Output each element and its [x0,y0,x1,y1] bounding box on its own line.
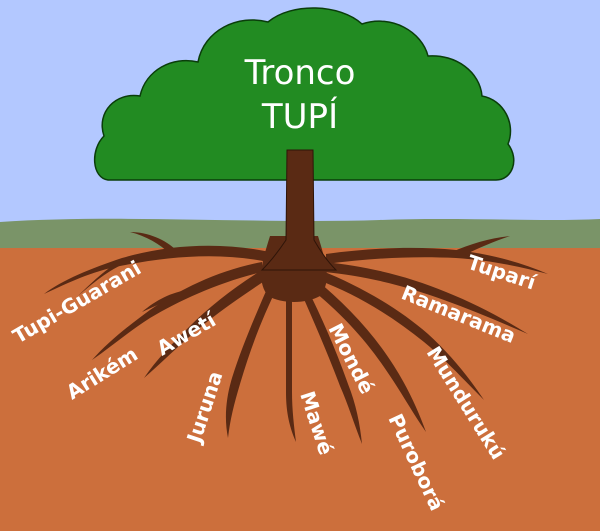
tree-trunk [260,149,338,271]
tree-crown [94,7,515,181]
root-mawe [286,288,296,442]
root-monde [300,286,362,444]
root-aweti [144,270,266,378]
tree-title-line2: TUPÍ [261,96,338,137]
root-tupari [326,247,548,274]
root-arikem [92,262,262,360]
root-ramarama [324,262,528,334]
tree-title-line1: Tronco [244,53,356,93]
root-munduruku [318,270,484,400]
root-tupi-guarani [44,245,270,294]
